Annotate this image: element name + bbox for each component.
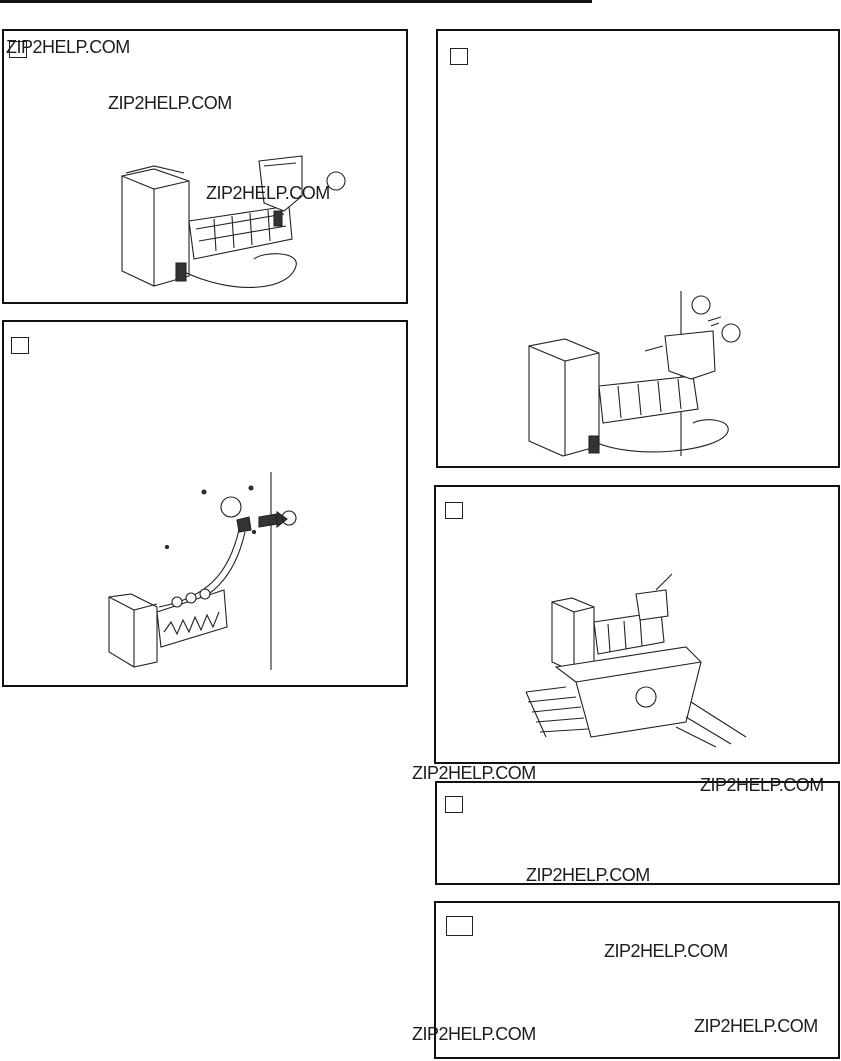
step-number-box (445, 502, 463, 519)
watermark: ZIP2HELP.COM (526, 865, 650, 885)
step-panel-1: ZIP2HELP.COM ZIP2HELP.COM ZIP2HELP.COM (2, 29, 408, 304)
watermark: ZIP2HELP.COM (700, 775, 824, 795)
watermark: ZIP2HELP.COM (694, 1016, 818, 1036)
step-panel-5: ZIP2HELP.COM (435, 781, 840, 885)
step-number-box (11, 337, 29, 354)
watermark: ZIP2HELP.COM (412, 763, 536, 783)
step-panel-6: ZIP2HELP.COM (434, 901, 840, 1059)
icemaker-install-illustration (121, 155, 346, 288)
watermark: ZIP2HELP.COM (206, 183, 330, 203)
step-number-box (450, 48, 468, 65)
icemaker-mounting-illustration (528, 291, 741, 457)
step-panel-4 (434, 485, 840, 764)
step-number-box (445, 796, 463, 813)
step-panel-2 (2, 320, 408, 687)
watermark: ZIP2HELP.COM (412, 1024, 536, 1044)
ice-bucket-illustration (525, 573, 747, 748)
watermark: ZIP2HELP.COM (604, 941, 728, 961)
top-rule (0, 0, 592, 3)
watermark: ZIP2HELP.COM (6, 37, 130, 57)
step-number-box (446, 916, 473, 936)
step-number-box (9, 41, 27, 58)
water-line-connection-illustration (108, 472, 297, 670)
watermark: ZIP2HELP.COM (108, 93, 232, 113)
step-panel-3 (436, 29, 840, 468)
